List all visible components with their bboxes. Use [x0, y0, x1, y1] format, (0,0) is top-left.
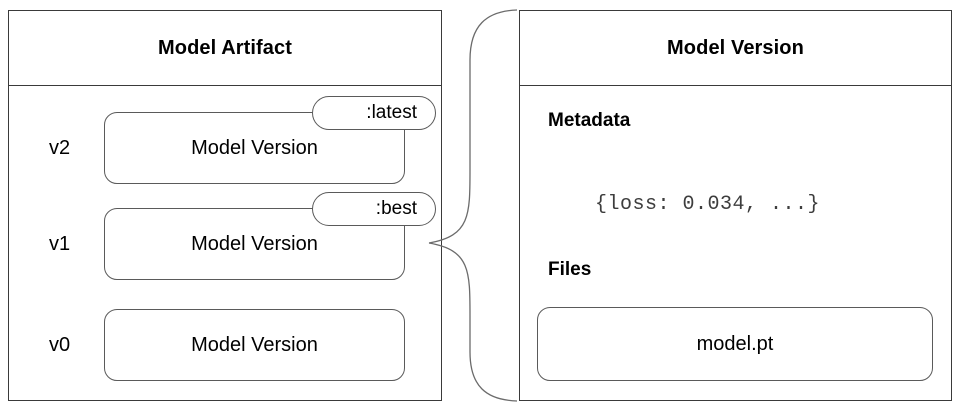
model-artifact-panel: Model Artifact v2 Model Version :latest … — [8, 10, 442, 401]
model-version-box-v0[interactable]: Model Version — [104, 309, 405, 381]
model-version-title: Model Version — [667, 36, 804, 59]
brace-lower-arm — [428, 242, 518, 402]
model-version-box-label-v1: Model Version — [191, 232, 318, 255]
version-row-v2: v2 Model Version :latest — [9, 96, 441, 184]
model-version-header: Model Version — [520, 11, 951, 86]
tag-pill-best[interactable]: :best — [312, 192, 436, 226]
model-version-box-label-v0: Model Version — [191, 333, 318, 356]
file-box-model-pt[interactable]: model.pt — [537, 307, 933, 381]
tag-pill-label-best: :best — [375, 198, 417, 219]
version-label-v2: v2 — [49, 136, 71, 159]
version-label-v0: v0 — [49, 333, 71, 356]
files-section-heading: Files — [548, 259, 592, 280]
metadata-value: {loss: 0.034, ...} — [595, 193, 821, 216]
version-row-v1: v1 Model Version :best — [9, 192, 441, 280]
version-label-v1: v1 — [49, 232, 71, 255]
model-version-panel: Model Version Metadata {loss: 0.034, ...… — [519, 10, 952, 401]
version-row-v0: v0 Model Version — [9, 309, 441, 381]
model-artifact-header: Model Artifact — [9, 11, 441, 86]
model-artifact-title: Model Artifact — [158, 36, 292, 59]
file-name-label: model.pt — [696, 332, 774, 355]
tag-pill-label-latest: :latest — [366, 102, 417, 123]
tag-pill-latest[interactable]: :latest — [312, 96, 436, 130]
metadata-section-heading: Metadata — [548, 110, 631, 131]
brace-upper-arm — [428, 9, 518, 244]
model-version-box-label-v2: Model Version — [191, 136, 318, 159]
